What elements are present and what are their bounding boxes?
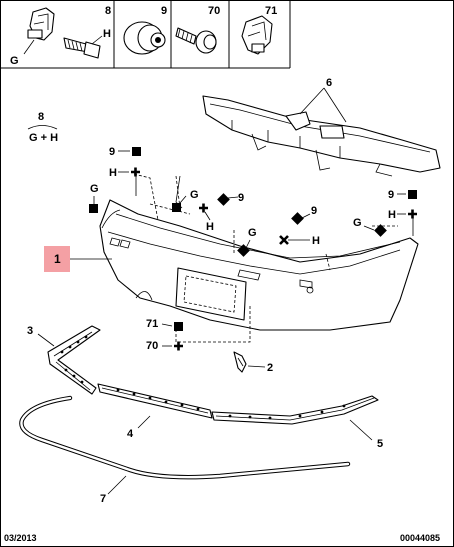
cell-8-label-h: H xyxy=(103,28,111,40)
nut-icon xyxy=(123,21,166,55)
callout-3: 3 xyxy=(27,325,33,337)
callout-70: 70 xyxy=(146,340,158,352)
callout-g-d: G xyxy=(353,217,362,229)
cross-marker-b xyxy=(199,203,208,213)
centre-strip-part xyxy=(97,383,213,419)
callout-5: 5 xyxy=(377,438,383,450)
right-trim-part xyxy=(211,395,379,425)
diamond-marker-c xyxy=(237,244,250,257)
callout-7: 7 xyxy=(100,493,106,505)
cross-marker-c xyxy=(279,235,289,245)
callout-g-b: G xyxy=(190,189,199,201)
header-strip: 8 G H 9 70 xyxy=(0,0,291,69)
cross-marker-e xyxy=(174,341,183,351)
square-marker-d xyxy=(408,190,417,199)
cell-8-number: 8 xyxy=(105,5,111,17)
footer-date: 03/2013 xyxy=(4,533,37,543)
callout-9-c: 9 xyxy=(311,205,317,217)
cross-marker-d xyxy=(408,209,417,219)
ref-8-sublabel: G + H xyxy=(29,132,58,144)
diamond-marker-d xyxy=(374,224,387,237)
square-marker-a xyxy=(132,147,141,156)
retainer-clip-icon xyxy=(241,15,273,55)
callout-1: 1 xyxy=(54,252,61,266)
callout-6: 6 xyxy=(326,77,332,89)
diamond-marker-a xyxy=(217,193,230,206)
screw-icon xyxy=(175,27,217,54)
callout-h-d: H xyxy=(388,209,396,221)
fastener-callouts: 9 H G G H 9 9 xyxy=(89,146,417,352)
seal-strip-part xyxy=(19,395,351,480)
callout-9-b: 9 xyxy=(238,192,244,204)
square-marker-e xyxy=(174,322,183,331)
clip-icon xyxy=(27,7,55,41)
cross-marker-a xyxy=(131,167,140,177)
callout-h-b: H xyxy=(206,221,214,233)
bumper-cover-part xyxy=(99,173,419,343)
ref-8-number: 8 xyxy=(38,111,44,123)
ref-8-group: 8 G + H xyxy=(27,111,58,144)
callout-h-c: H xyxy=(312,235,320,247)
callout-g-c: G xyxy=(248,227,257,239)
callout-h-a: H xyxy=(109,167,117,179)
callout-71: 71 xyxy=(146,318,158,330)
callout-9-a: 9 xyxy=(109,146,115,158)
cell-9-number: 9 xyxy=(161,5,167,17)
square-marker-c xyxy=(172,203,181,212)
callout-2: 2 xyxy=(267,362,273,374)
square-marker-b xyxy=(89,204,98,213)
cell-71-number: 71 xyxy=(265,5,277,17)
side-trim-part xyxy=(47,325,101,395)
diamond-marker-b xyxy=(291,212,304,225)
cell-70-number: 70 xyxy=(208,5,220,17)
callout-4: 4 xyxy=(127,428,134,440)
small-clip-part xyxy=(233,351,247,373)
part-1-highlight xyxy=(44,246,70,272)
cell-8-label-g: G xyxy=(10,55,19,67)
callout-g-a: G xyxy=(90,183,99,195)
bolt-icon xyxy=(63,37,101,59)
footer-reference: 00044085 xyxy=(400,533,440,543)
energy-absorber-part xyxy=(202,95,441,177)
callout-9-d: 9 xyxy=(388,189,394,201)
